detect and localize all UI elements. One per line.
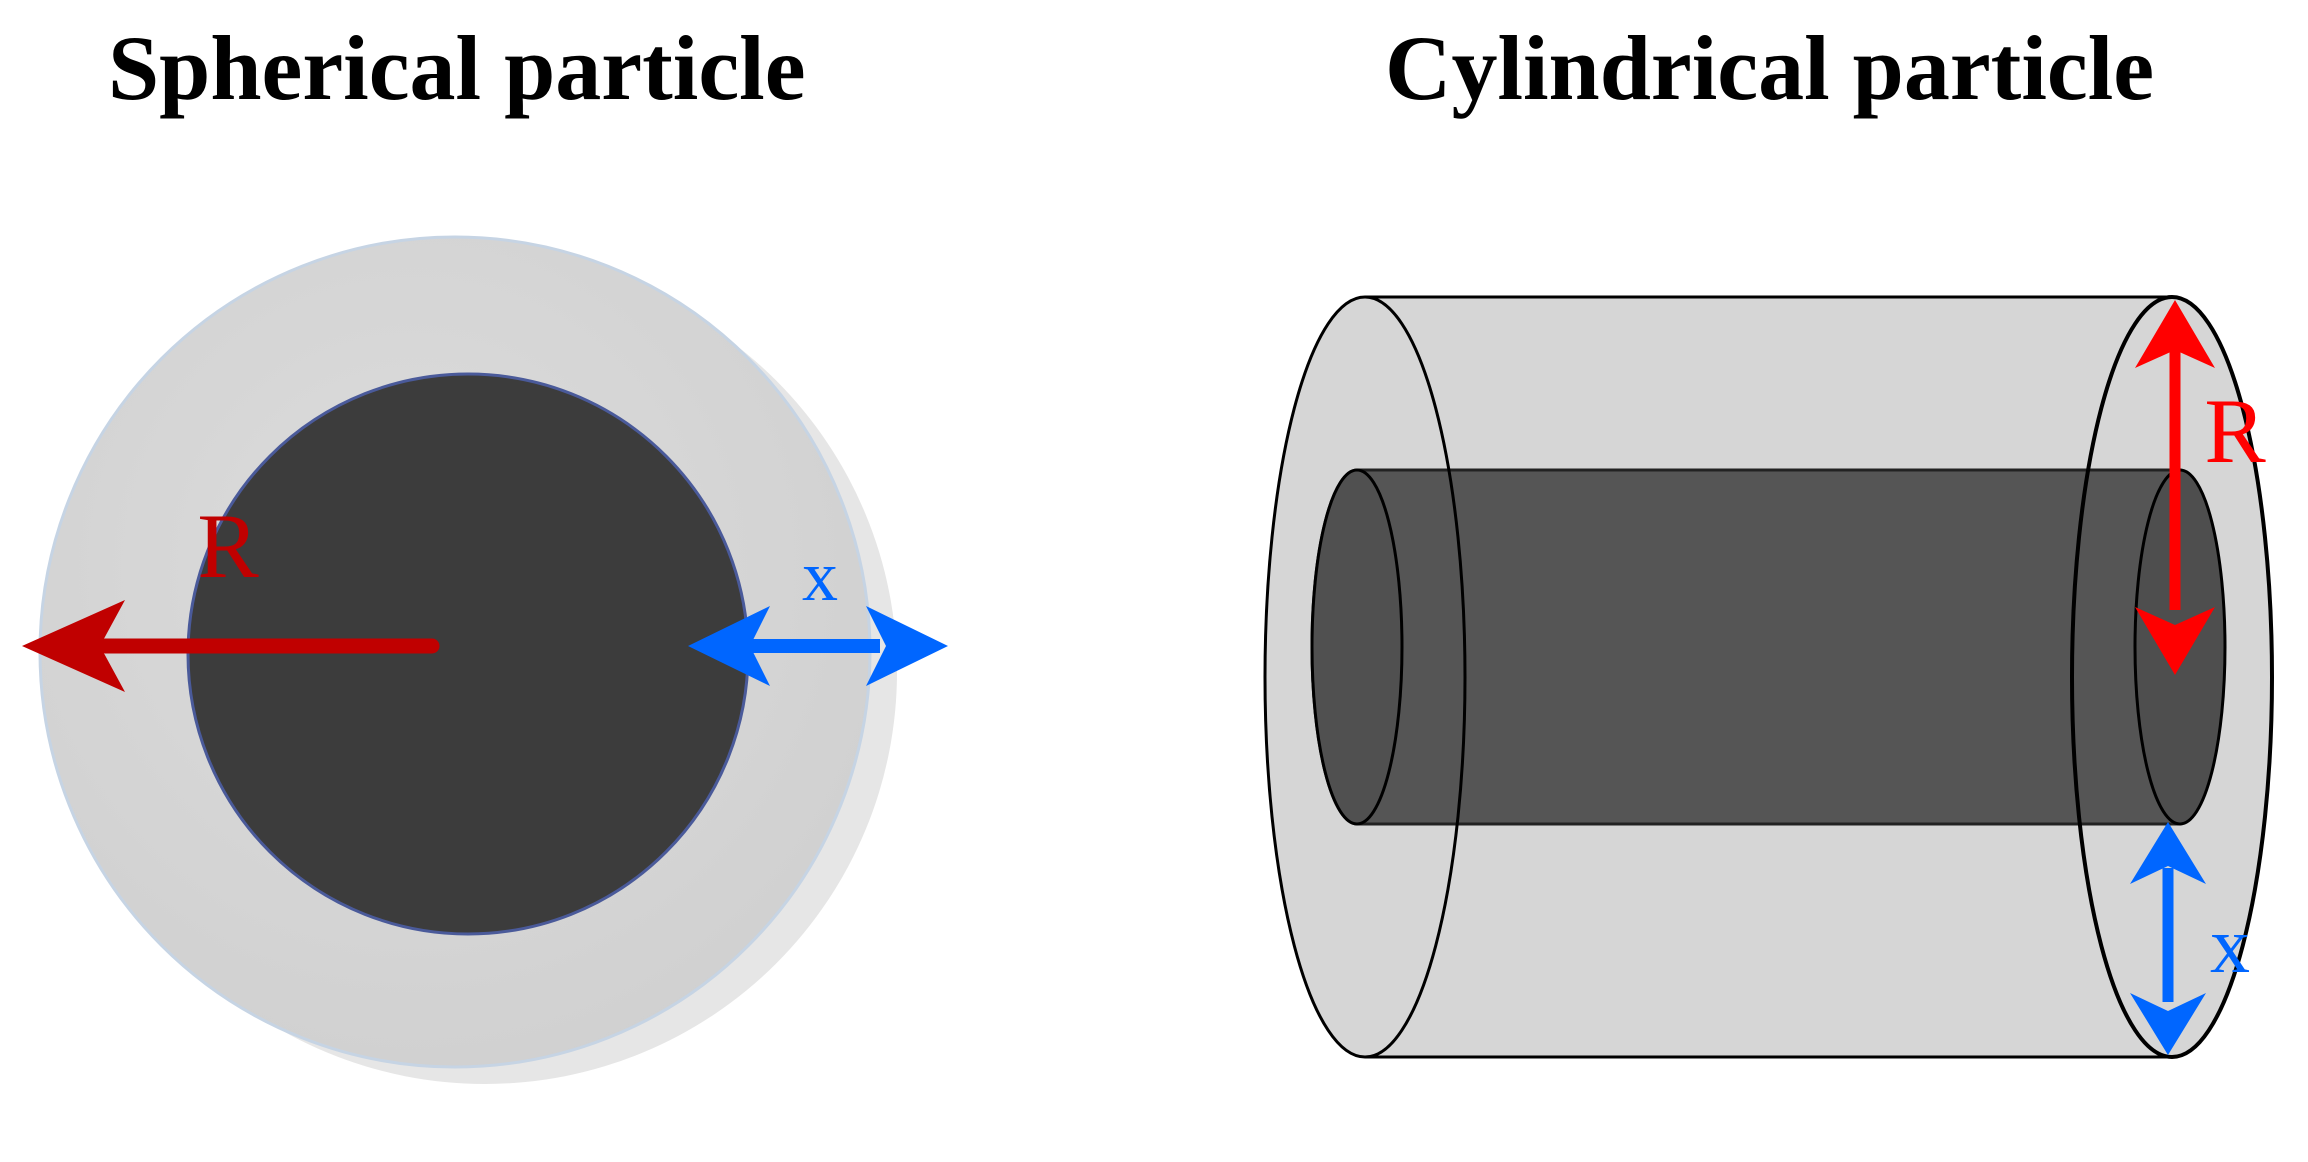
spherical-particle: R x	[22, 235, 948, 1084]
sphere-core	[186, 372, 750, 936]
cylindrical-particle-title: Cylindrical particle	[1385, 17, 2155, 119]
cylinder-thickness-label: x	[2210, 902, 2250, 990]
sphere-thickness-arrow	[688, 606, 948, 686]
cylinder-core-body	[1310, 468, 2188, 826]
cylinder-shell-right-cap	[2070, 295, 2274, 1059]
cylinder-radius-arrow	[2135, 300, 2215, 675]
spherical-particle-title: Spherical particle	[108, 17, 806, 119]
cylindrical-particle: R x	[1263, 295, 2274, 1059]
sphere-radius-arrow	[22, 600, 440, 692]
cylinder-thickness-arrow	[2130, 822, 2206, 1055]
cylinder-core-left-cap	[1310, 468, 1404, 826]
cylinder-radius-label: R	[2204, 380, 2266, 482]
sphere-thickness-label: x	[802, 536, 838, 616]
cylinder-shell-left-cap-edge	[1364, 295, 1467, 1059]
sphere-radius-label: R	[197, 495, 259, 597]
